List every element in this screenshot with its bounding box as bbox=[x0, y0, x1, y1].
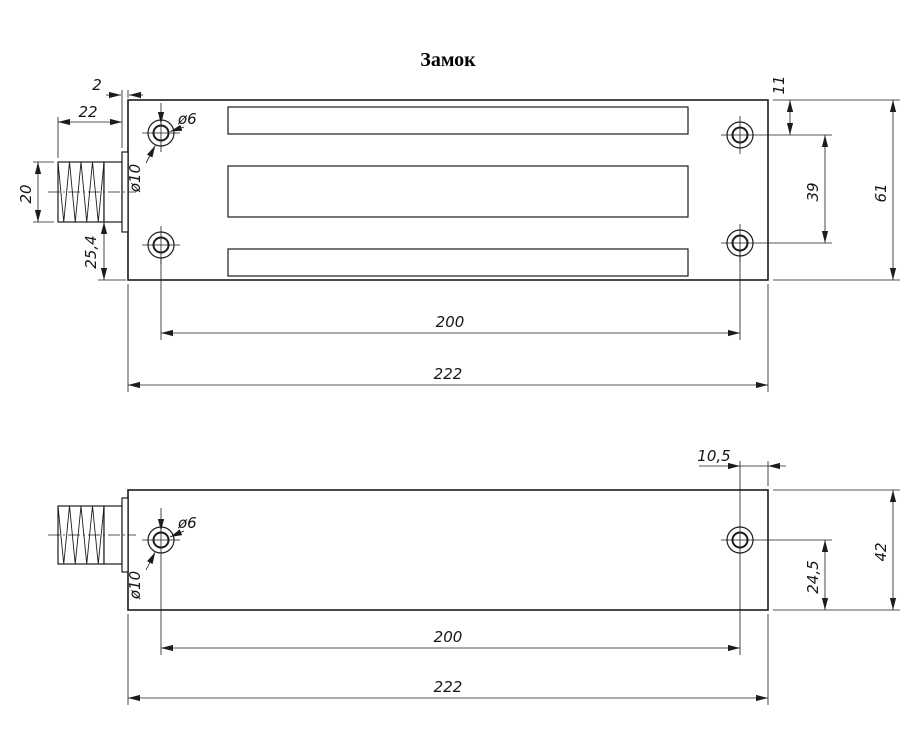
stud-offset-label: 25,4 bbox=[82, 235, 100, 268]
hole-bottom-right bbox=[721, 224, 832, 262]
stud-length-label: 22 bbox=[78, 103, 97, 121]
dim-plate-thickness: 2 bbox=[92, 76, 143, 148]
plate-thickness-label: 2 bbox=[92, 76, 102, 94]
lock-body-side bbox=[127, 489, 769, 611]
magnet-slot-top bbox=[227, 106, 689, 135]
dim-hole-spacing-front: 200 bbox=[160, 250, 741, 340]
leader-line bbox=[145, 551, 156, 571]
dim-hole-end-offset: 10,5 bbox=[697, 447, 786, 521]
dim-hole-base-offset: 24,5 bbox=[804, 540, 829, 610]
dim-stud-offset: 25,4 bbox=[82, 222, 126, 281]
threaded-stud-front bbox=[48, 151, 136, 233]
hole-diameter-label: ø6 bbox=[177, 110, 197, 128]
hole-edge-offset-label: 11 bbox=[770, 75, 788, 94]
leader-line bbox=[169, 124, 185, 132]
lock-body-front bbox=[127, 99, 769, 281]
hole-top-right bbox=[721, 116, 832, 154]
thread-zigzag bbox=[57, 505, 105, 565]
hole-spacing-label: 200 bbox=[436, 313, 465, 331]
dim-stud-diameter: 20 bbox=[17, 161, 54, 223]
dim-hole-diameter-front: ø6 bbox=[157, 103, 197, 132]
body-outline bbox=[127, 99, 769, 281]
body-height-label: 42 bbox=[872, 542, 890, 561]
dim-hole-row-spacing: 39 bbox=[804, 135, 829, 243]
hole-left-side bbox=[142, 521, 180, 559]
hole-row-spacing-label: 39 bbox=[804, 182, 822, 201]
dim-body-height-side: 42 bbox=[773, 489, 900, 611]
body-outline bbox=[127, 489, 769, 611]
thread-zigzag bbox=[57, 161, 105, 223]
leader-line bbox=[169, 529, 185, 538]
hole-right-side bbox=[721, 521, 832, 559]
hole-diameter-label: ø6 bbox=[177, 514, 197, 532]
hole-base-offset-label: 24,5 bbox=[804, 560, 822, 593]
leader-line bbox=[145, 145, 156, 164]
counterbore-diameter-label: ø10 bbox=[126, 164, 144, 193]
dim-body-height-front: 61 bbox=[773, 99, 900, 281]
side-view: 10,5 ø6 ø10 24,5 42 bbox=[48, 447, 900, 705]
dim-counterbore-side: ø10 bbox=[126, 551, 156, 600]
overall-length-label: 222 bbox=[434, 678, 463, 696]
drawing-title: Замок bbox=[420, 49, 476, 71]
magnet-slot-middle bbox=[227, 165, 689, 218]
dim-overall-length-front: 222 bbox=[127, 284, 769, 392]
body-height-label: 61 bbox=[872, 183, 890, 202]
dim-hole-edge-offset: 11 bbox=[770, 75, 794, 135]
hole-spacing-label: 200 bbox=[434, 628, 463, 646]
overall-length-label: 222 bbox=[434, 365, 463, 383]
counterbore-diameter-label: ø10 bbox=[126, 571, 144, 600]
dim-overall-length-side: 222 bbox=[127, 614, 769, 705]
magnet-slot-bottom bbox=[227, 248, 689, 277]
dim-hole-diameter-side: ø6 bbox=[157, 508, 197, 538]
dim-counterbore-front: ø10 bbox=[126, 145, 156, 193]
dim-hole-spacing-side: 200 bbox=[160, 559, 741, 655]
dim-stud-length: 22 bbox=[57, 103, 122, 158]
hole-end-offset-label: 10,5 bbox=[697, 447, 730, 465]
front-view: 2 22 20 25,4 ø6 ø10 bbox=[17, 75, 900, 392]
threaded-stud-side bbox=[48, 497, 136, 573]
stud-diameter-label: 20 bbox=[17, 184, 35, 203]
